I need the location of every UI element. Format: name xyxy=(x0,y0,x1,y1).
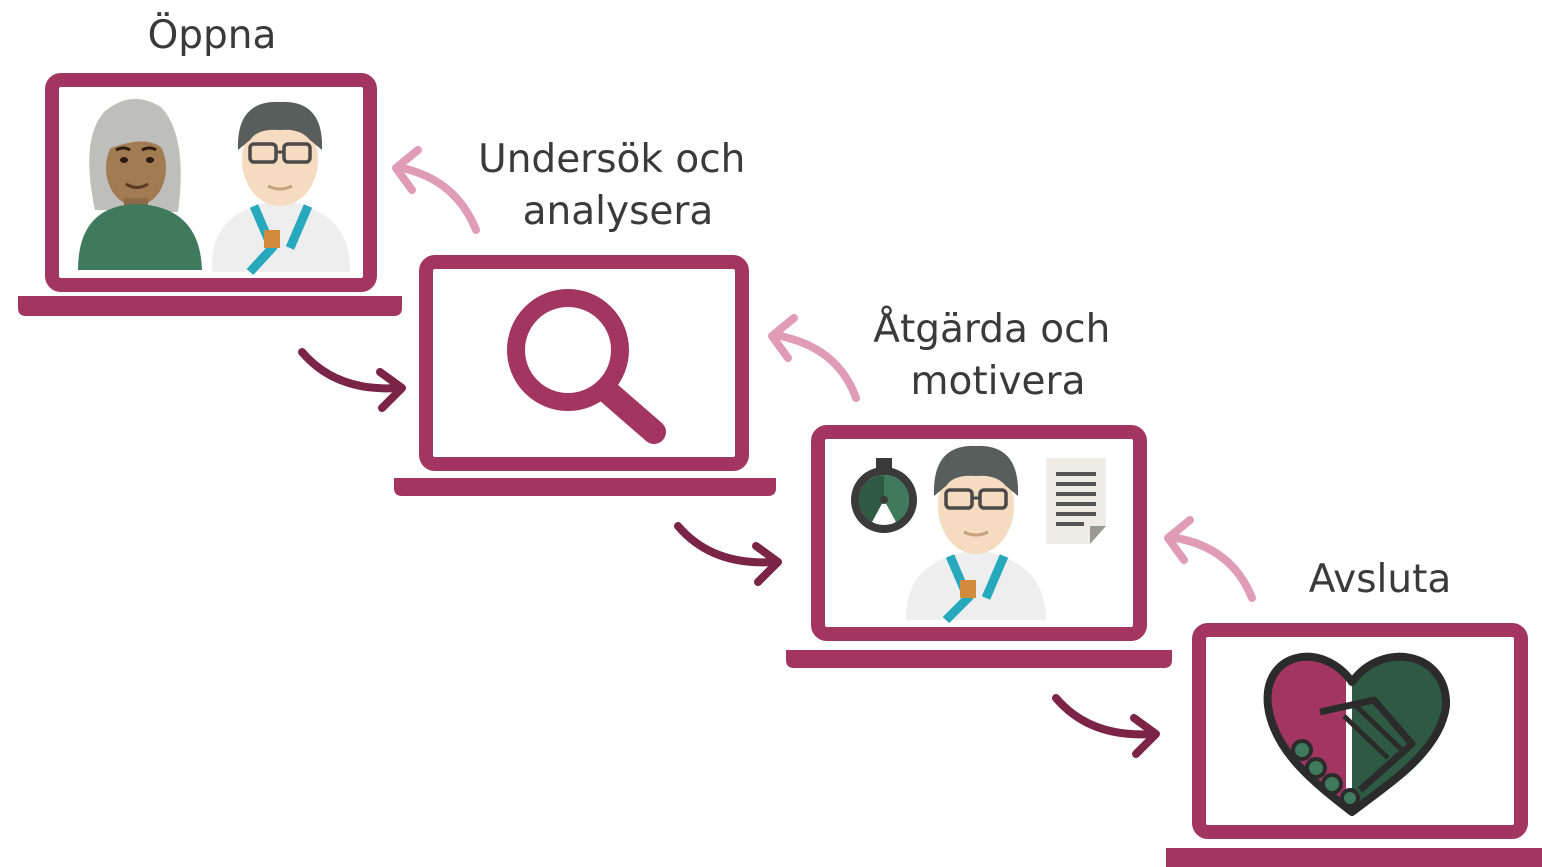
step-undersok: Undersök och analysera xyxy=(394,137,776,496)
laptop-avsluta xyxy=(1166,623,1542,867)
step-avsluta: Avsluta xyxy=(1166,557,1542,867)
back-arrow-3 xyxy=(1164,516,1256,602)
step-label-atgarda: Åtgärda och motivera xyxy=(873,305,1122,404)
step-label-line: Avsluta xyxy=(1309,557,1452,602)
forward-arrow-1 xyxy=(298,348,406,412)
step-label-line: Öppna xyxy=(148,12,277,58)
step-label-oppna: Öppna xyxy=(148,12,277,58)
step-atgarda: Åtgärda och motivera xyxy=(786,305,1172,668)
step-label-line: Åtgärda och xyxy=(873,305,1110,352)
step-label-line: Undersök och xyxy=(478,137,745,182)
patient-and-doctor-icon xyxy=(78,98,351,276)
stopwatch-doctor-document-icon xyxy=(851,445,1106,624)
step-label-line: analysera xyxy=(523,189,714,234)
forward-arrow-2 xyxy=(674,522,782,586)
step-label-line: motivera xyxy=(911,359,1086,404)
step-label-undersok: Undersök och analysera xyxy=(478,137,758,234)
document-icon xyxy=(1046,458,1106,544)
step-label-avsluta: Avsluta xyxy=(1309,557,1452,602)
handshake-heart-icon xyxy=(1263,652,1451,816)
back-arrow-2 xyxy=(768,314,860,402)
laptop-atgarda xyxy=(786,425,1172,668)
stopwatch-icon xyxy=(851,458,917,533)
back-arrow-1 xyxy=(392,146,480,234)
doctor-icon xyxy=(905,445,1046,624)
laptop-undersok xyxy=(394,255,776,496)
magnifier-icon xyxy=(507,289,666,444)
doctor-icon xyxy=(211,101,351,276)
laptop-oppna xyxy=(18,73,402,316)
step-oppna: Öppna xyxy=(18,12,402,316)
patient-icon xyxy=(78,98,202,270)
forward-arrow-3 xyxy=(1052,694,1160,758)
